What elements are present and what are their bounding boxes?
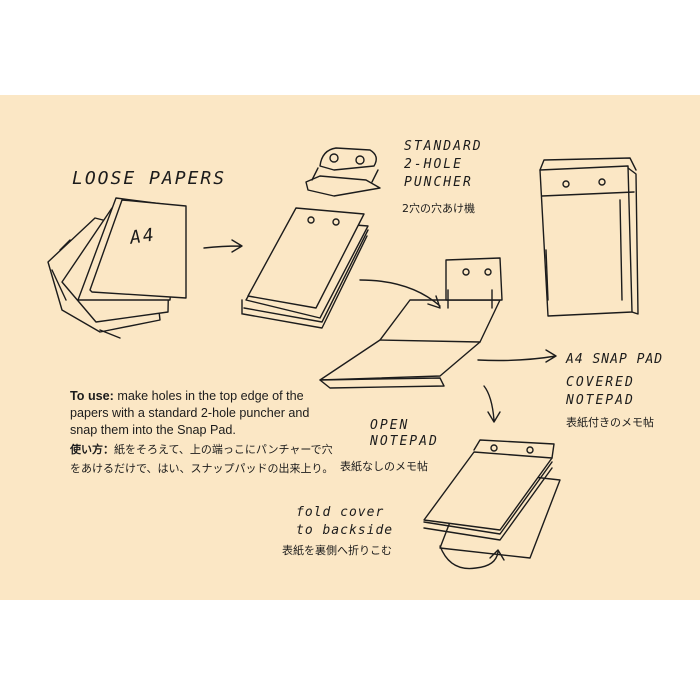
label-open-notepad: OPEN NOTEPAD bbox=[370, 418, 439, 449]
label-covered-jp: 表紙付きのメモ帖 bbox=[566, 416, 654, 429]
covered-snap-pad-drawing bbox=[539, 157, 639, 317]
label-fold-cover: fold cover to backside bbox=[296, 505, 394, 538]
label-open-jp: 表紙なしのメモ帖 bbox=[340, 460, 428, 473]
loose-papers-drawing bbox=[47, 197, 187, 339]
label-covered-notepad: COVERED NOTEPAD bbox=[566, 375, 635, 408]
instructions-japanese: 使い方：紙をそろえて、上の端っこにパンチャーで穴をあけるだけで、はい、スナップパ… bbox=[70, 440, 340, 478]
label-fold-jp: 表紙を裏側へ折りこむ bbox=[282, 544, 392, 557]
label-a4-snap-pad: A4 SNAP PAD bbox=[566, 352, 664, 367]
label-puncher-jp: 2穴の穴あけ機 bbox=[402, 202, 475, 215]
arrow-papers-to-stack bbox=[203, 239, 243, 253]
instructions-en-text: make holes in the top edge of the papers… bbox=[70, 389, 310, 437]
arrow-stack-to-open bbox=[359, 279, 441, 309]
label-loose-papers: LOOSE PAPERS bbox=[72, 168, 227, 189]
arrow-to-folded bbox=[483, 385, 501, 423]
punched-stack-drawing bbox=[241, 207, 369, 329]
label-standard-puncher: STANDARD 2-HOLE PUNCHER bbox=[404, 139, 483, 190]
instructions-english: To use: make holes in the top edge of th… bbox=[70, 388, 340, 439]
label-a4: A4 bbox=[128, 224, 158, 249]
open-notepad-drawing bbox=[319, 257, 503, 389]
folded-notepad-drawing bbox=[423, 439, 561, 559]
instructions-en-lead: To use: bbox=[70, 389, 114, 403]
arrow-open-to-covered bbox=[477, 349, 557, 363]
instructions-jp-text: 紙をそろえて、上の端っこにパンチャーで穴をあけるだけで、はい、スナップパッドの出… bbox=[70, 443, 334, 475]
arrow-fold-backside bbox=[439, 545, 505, 570]
puncher-drawing bbox=[305, 147, 381, 197]
instructions-jp-lead: 使い方： bbox=[70, 443, 114, 456]
